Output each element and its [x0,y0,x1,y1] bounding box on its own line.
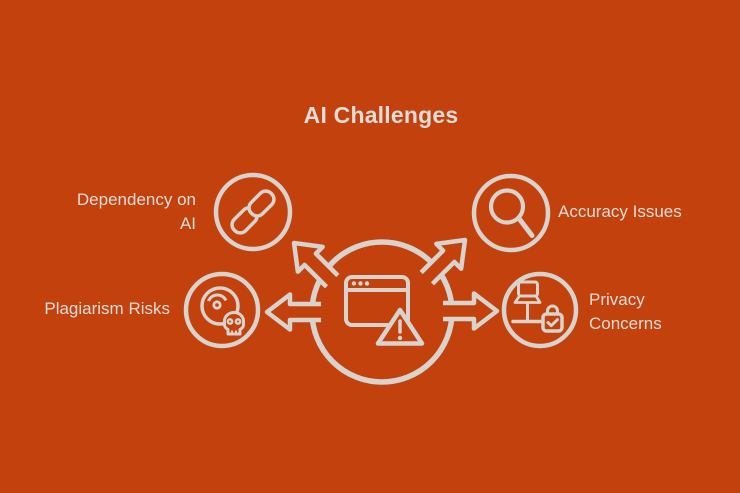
arrow-left [264,292,321,332]
skull-icon [223,311,245,336]
laptop-lock-icon [511,280,564,333]
label-dependency-on-ai: Dependency on AI [77,188,196,236]
label-privacy-concerns: Privacy Concerns [589,288,662,336]
label-line: Plagiarism Risks [44,299,170,318]
node-dependency-on-ai [213,172,293,252]
label-line: Concerns [589,314,662,333]
arrow-right [443,291,500,331]
browser-warning-icon [344,275,425,346]
label-line: Accuracy Issues [558,202,682,221]
node-circle [501,271,579,349]
disc-skull-icon [200,286,245,336]
magnifying-glass-icon [488,188,535,238]
arrow-up-left [291,240,340,289]
lock-check-icon [541,304,564,333]
arrow-up-right [419,237,468,286]
node-circle [213,172,293,252]
node-accuracy-issues [471,173,551,253]
label-line: Dependency on [76,190,196,209]
label-accuracy-issues: Accuracy Issues [558,200,682,224]
chain-link-icon [230,189,276,235]
label-plagiarism-risks: Plagiarism Risks [44,297,170,321]
node-circle [471,173,551,253]
label-line: Privacy [589,290,645,309]
page-title: AI Challenges [303,102,459,128]
label-line: AI [179,214,196,233]
node-privacy-concerns [501,271,579,349]
warning-triangle-icon [375,307,425,346]
node-plagiarism-risks [183,271,261,349]
node-circle [183,271,261,349]
